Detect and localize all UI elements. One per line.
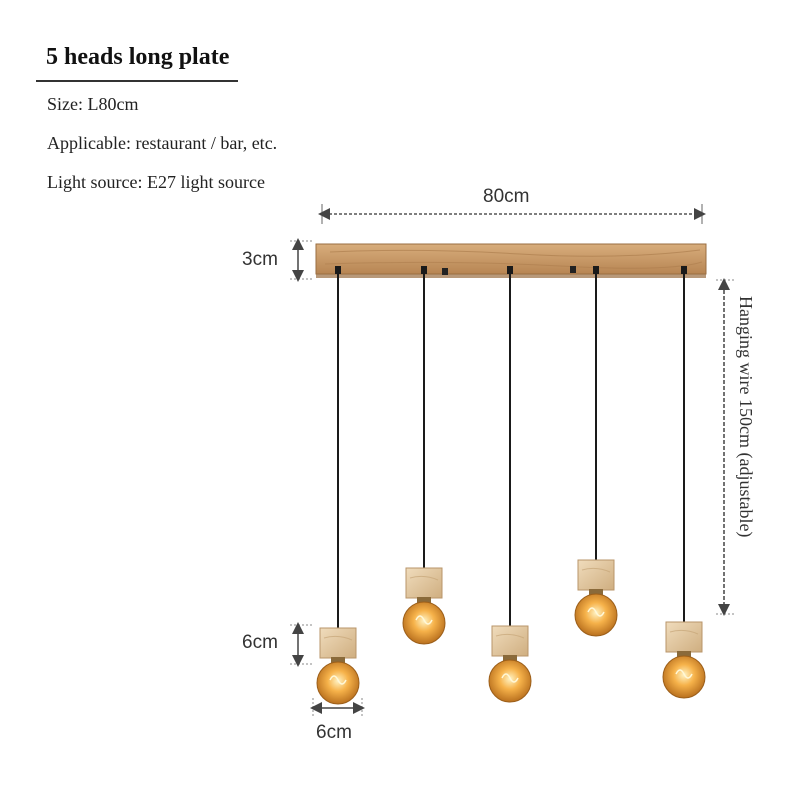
wire-cap [421,266,427,274]
wooden-socket-block [577,559,615,591]
wooden-socket-block [665,621,703,653]
edison-bulb [574,593,618,637]
pendant-lamp [488,266,532,703]
edison-bulb [488,659,532,703]
wooden-socket-block [319,627,357,659]
bulb-base [503,655,517,662]
shade-height-dimension [290,622,314,667]
shade-height-label: 6cm [242,632,278,653]
filament [329,675,347,685]
wooden-socket-block [491,625,529,657]
pendant-lamp [402,266,446,645]
spec-applicable: Applicable: restaurant / bar, etc. [47,133,278,153]
pendant-lamps [316,266,706,705]
product-title: 5 heads long plate [46,44,230,70]
bulb-base [589,589,603,596]
pendant-lamp [574,266,618,637]
wire-length-label: Hanging wire 150cm (adjustable) [736,296,756,538]
edison-bulb [662,655,706,699]
title-underline [36,80,238,82]
filament [415,615,433,625]
bulb-base [331,657,345,664]
wire-cap [335,266,341,274]
wire-cap [681,266,687,274]
wooden-socket-block [405,567,443,599]
filament [675,669,693,679]
plate-height-dimension [290,238,314,282]
bulb-base [417,597,431,604]
plate-length-dimension [318,204,706,224]
wire-cap [593,266,599,274]
spec-light-source: Light source: E27 light source [47,172,265,192]
filament [501,673,519,683]
edison-bulb [402,601,446,645]
spec-size: Size: L80cm [47,94,139,114]
shade-width-dimension [310,698,365,718]
wire-length-dimension [716,278,736,616]
pendant-lamp [316,266,360,705]
edison-bulb [316,661,360,705]
bulb-base [677,651,691,658]
wire-cap [507,266,513,274]
pendant-lamp [662,266,706,699]
shade-width-label: 6cm [316,722,352,743]
filament [587,607,605,617]
plate-height-label: 3cm [242,249,278,270]
plate-length-label: 80cm [483,186,530,207]
